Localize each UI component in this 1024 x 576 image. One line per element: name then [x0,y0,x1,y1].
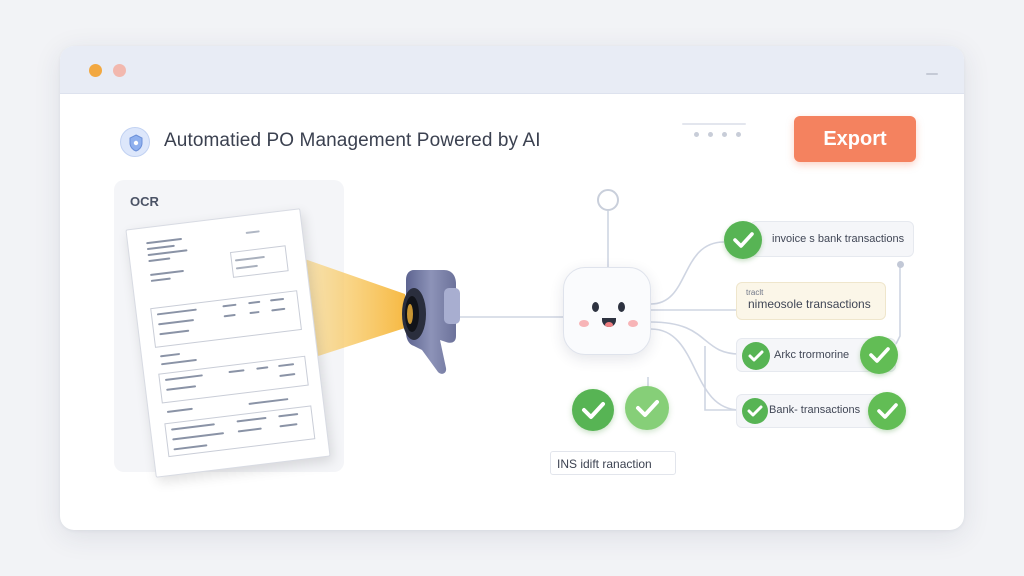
connector-node [897,261,904,268]
ocr-label: OCR [130,194,159,209]
checkmark-icon [625,386,669,430]
row-label: nimeosole transactions [748,297,871,311]
status-chip-label: INS idift ranaction [557,457,652,471]
checkmark-icon [742,398,768,424]
row-label: Bank- transactions [769,404,861,416]
pagination-indicator[interactable] [682,120,748,140]
window-minimize-dot[interactable] [113,64,126,77]
page-title: Automatied PO Management Powered by AI [164,130,541,151]
row-label: Arkc trormorine [774,349,850,361]
scanner-icon [402,270,460,374]
export-button[interactable]: Export [794,116,916,162]
title-bar [60,46,964,94]
shield-logo-icon [120,127,150,157]
robot-face-icon [563,267,651,355]
checkmark-icon [860,336,898,374]
checkmark-icon [724,221,762,259]
row-label: invoice s bank transactions [772,233,905,245]
app-window: Automatied PO Management Powered by AI E… [60,46,964,530]
input-node[interactable] [597,189,619,211]
row-sublabel: traclt [746,288,764,297]
status-chip: INS idift ranaction [550,451,676,475]
checkmark-icon [742,342,770,370]
checkmark-icon [572,389,614,431]
window-close-dot[interactable] [89,64,102,77]
window-menu-icon[interactable] [926,73,938,75]
list-item[interactable] [736,282,886,320]
checkmark-icon [868,392,906,430]
